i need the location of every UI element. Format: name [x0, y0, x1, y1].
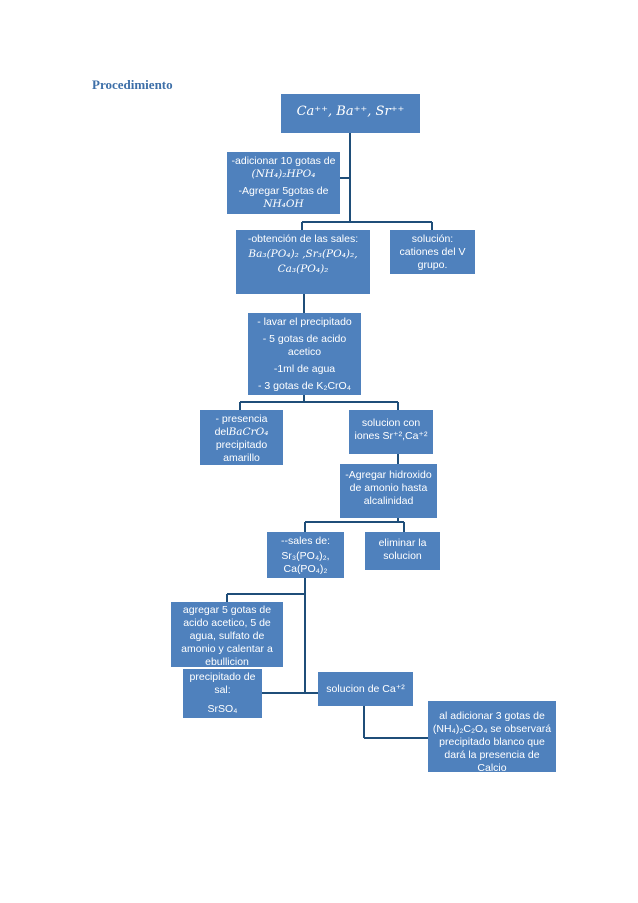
salts2-line3: Ca(PO₄)₂	[283, 563, 328, 575]
box-salts-sr-ca: --sales de: Sr₃(PO₄)₂, Ca(PO₄)₂	[267, 532, 344, 578]
wash-line2: - 5 gotas de acido acetico	[262, 333, 347, 358]
box-obtain-salts: -obtención de las sales: Ba₃(PO₄)₂ ,Sr₃(…	[236, 230, 370, 294]
box-ca-solution: solucion de Ca⁺²	[318, 672, 413, 706]
salts-line2: Ba₃(PO₄)₂ ,Sr₃(PO₄)₂,	[248, 248, 358, 260]
srso4-line2: SrSO₄	[207, 703, 238, 715]
step1-line4: NH₄OH	[263, 198, 304, 210]
box-solution-group5: solución: cationes del V grupo.	[390, 230, 475, 274]
step1-line1: -adicionar 10 gotas de	[231, 155, 336, 167]
final-text: al adicionar 3 gotas de (NH₄)₂C₂O₄ se ob…	[432, 710, 552, 772]
box-bacro4-presence: - presencia delBaCrO₄ precipitado amaril…	[200, 410, 283, 465]
box-final-calcium-test: al adicionar 3 gotas de (NH₄)₂C₂O₄ se ob…	[428, 701, 556, 772]
step1-line2: (NH₄)₂HPO₄	[251, 168, 316, 180]
ca-solution-text: solucion de Ca⁺²	[326, 683, 405, 695]
ions-formula: Ca⁺⁺, Ba⁺⁺, Sr⁺⁺	[296, 104, 405, 119]
box-discard-solution: eliminar la solucion	[365, 532, 440, 570]
discard-text: eliminar la solucion	[378, 537, 427, 562]
bacro4-line1: - presencia del	[214, 413, 268, 438]
acetic-text: agregar 5 gotas de acido acetico, 5 de a…	[181, 604, 273, 667]
bacro4-line2: precipitado amarillo	[215, 439, 268, 464]
wash-line1: - lavar el precipitado	[257, 316, 352, 328]
solution5-text: solución: cationes del V grupo.	[399, 233, 466, 271]
srso4-line1: precipitado de sal:	[189, 671, 256, 696]
bacro4-formula: BaCrO₄	[228, 426, 269, 438]
page-heading: Procedimiento	[92, 77, 173, 92]
box-add-hydroxide: -Agregar hidroxido de amonio hasta alcal…	[340, 464, 437, 518]
srca-text: solucion con iones Sr⁺²,Ca⁺²	[354, 417, 428, 442]
salts2-line1: --sales de:	[280, 535, 331, 547]
salts2-line2: Sr₃(PO₄)₂,	[281, 550, 330, 562]
wash-line3: -1ml de agua	[273, 363, 336, 375]
box-ions: Ca⁺⁺, Ba⁺⁺, Sr⁺⁺	[281, 94, 420, 133]
box-sr-ca-solution: solucion con iones Sr⁺²,Ca⁺²	[349, 410, 433, 454]
box-add-reagents: -adicionar 10 gotas de (NH₄)₂HPO₄ -Agreg…	[227, 152, 340, 214]
hydroxide-text: -Agregar hidroxido de amonio hasta alcal…	[345, 469, 432, 507]
step1-line3: -Agregar 5gotas de	[238, 185, 329, 197]
salts-line1: -obtención de las sales:	[247, 233, 359, 245]
box-add-acetic-acid: agregar 5 gotas de acido acetico, 5 de a…	[171, 602, 283, 667]
box-srso4-precipitate: precipitado de sal: SrSO₄	[183, 669, 262, 718]
box-wash-precipitate: - lavar el precipitado - 5 gotas de acid…	[248, 313, 361, 395]
wash-line4: - 3 gotas de K₂CrO₄	[258, 380, 351, 392]
salts-line3: Ca₃(PO₄)₂	[277, 263, 329, 275]
